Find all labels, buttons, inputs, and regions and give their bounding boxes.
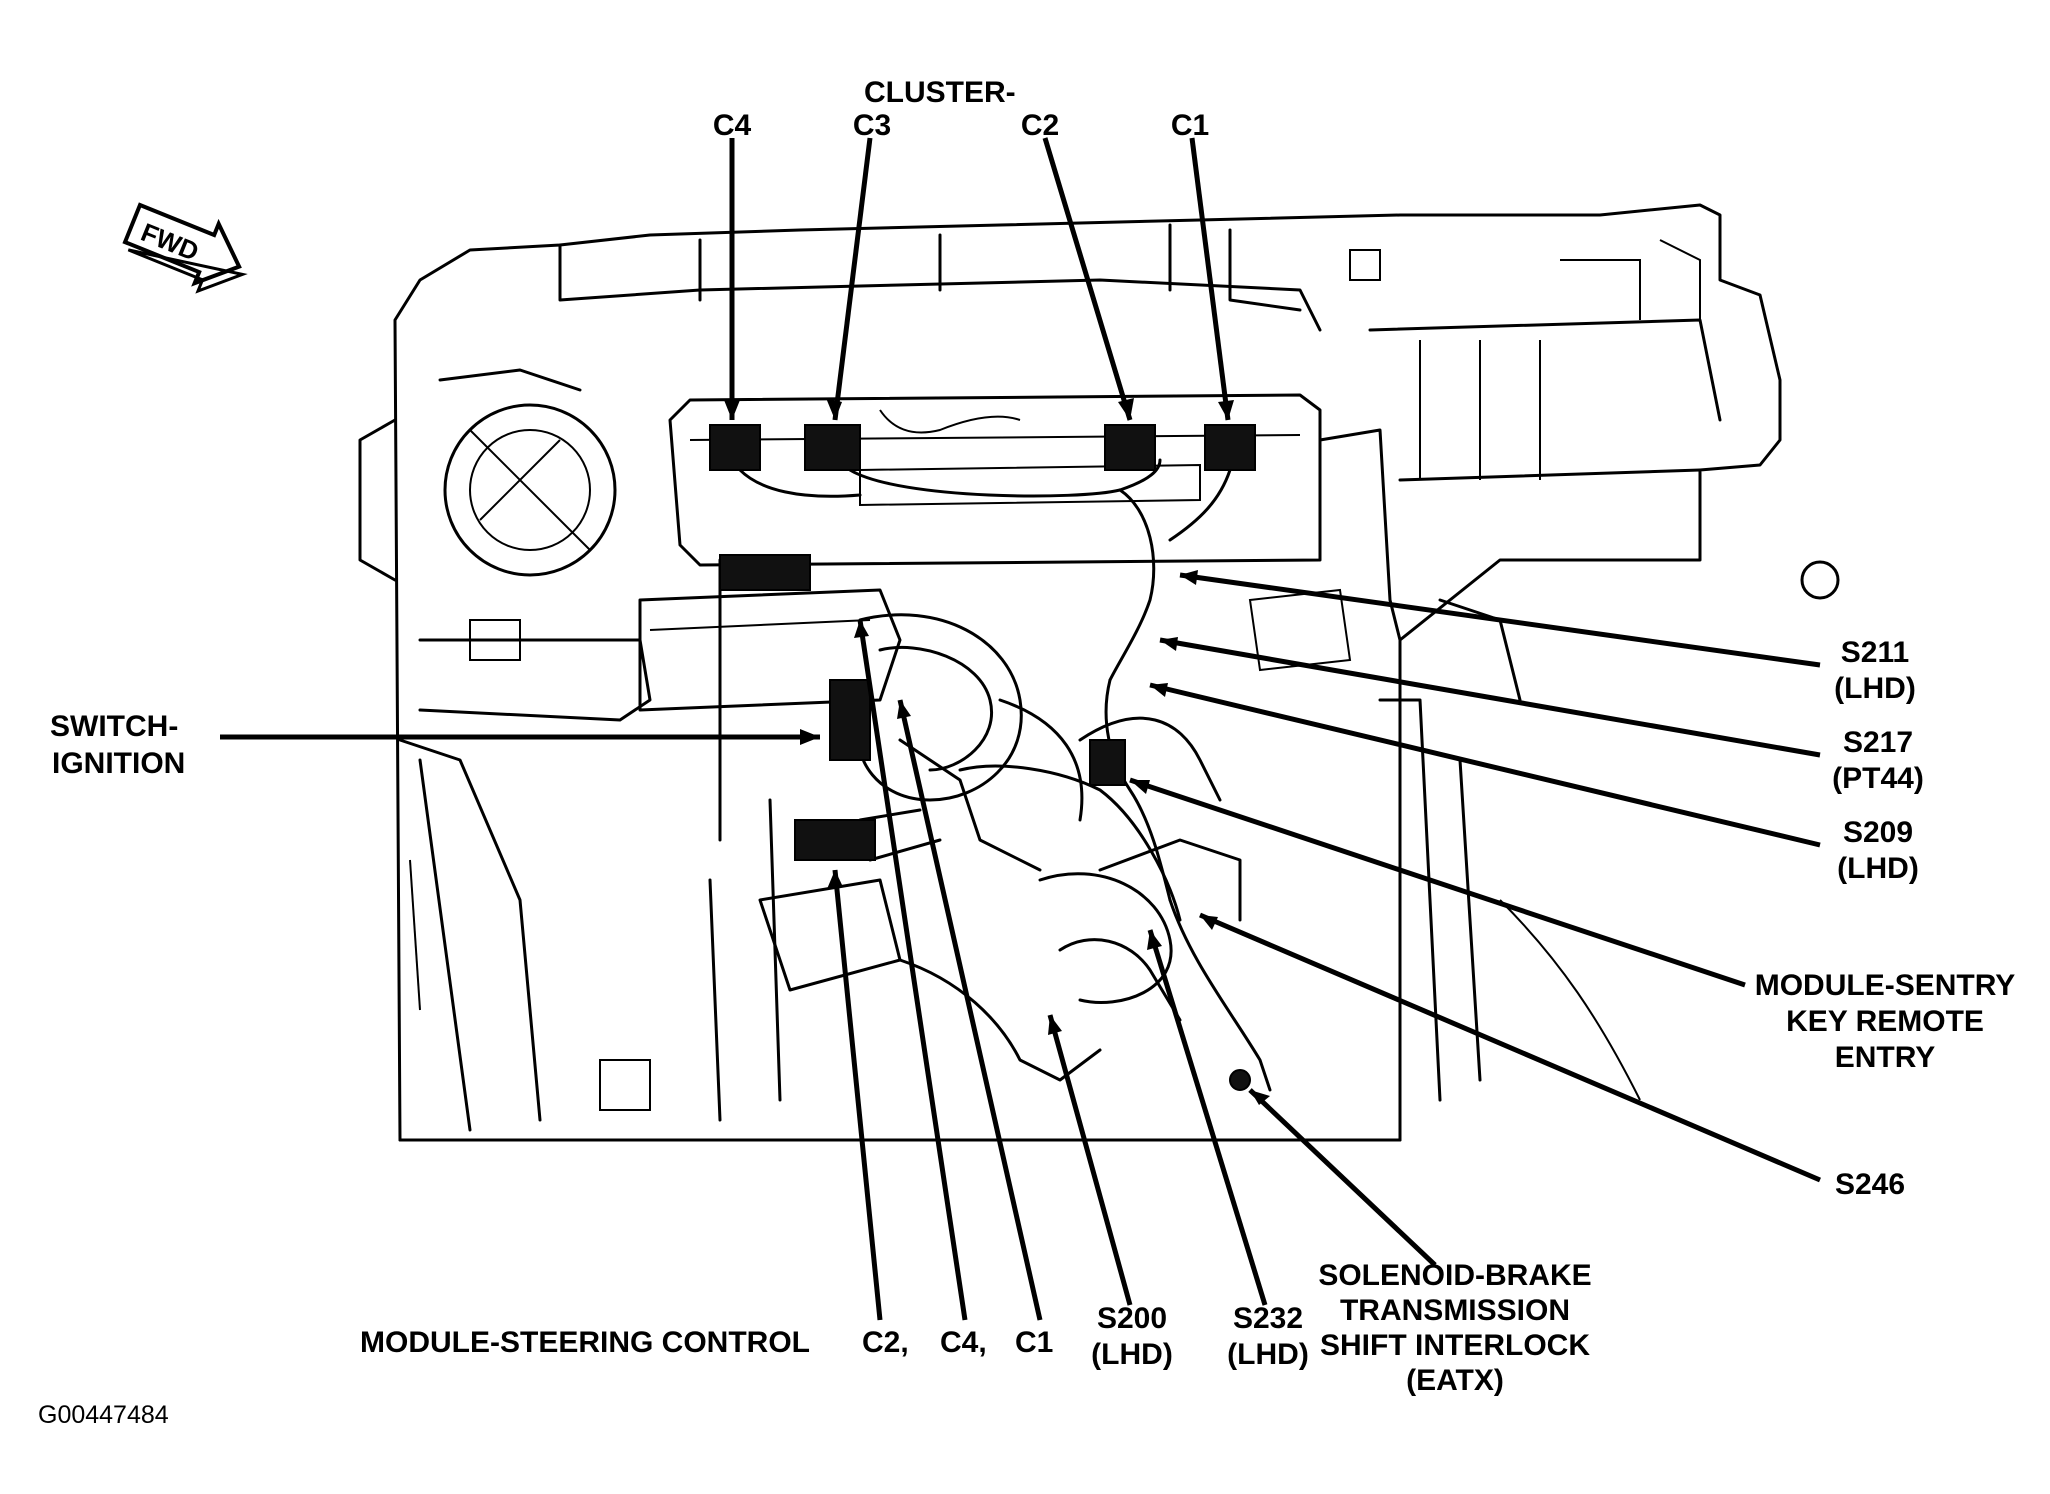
module-sentry-label-line1: MODULE-SENTRY — [1755, 969, 2016, 1002]
leader-s217 — [1159, 637, 1821, 758]
leader-c3 — [832, 137, 873, 421]
s209-sub: (LHD) — [1837, 852, 1919, 885]
s232-label: S232 — [1233, 1302, 1303, 1335]
solenoid-connector — [1229, 1069, 1251, 1091]
module-sentry-label-line3: ENTRY — [1835, 1041, 1936, 1074]
figure-id: G00447484 — [38, 1401, 169, 1429]
leader-c1-bottom — [897, 699, 1043, 1321]
dashboard-drawing — [358, 203, 1840, 1142]
leader-module-sentry — [1129, 777, 1746, 988]
cluster-label-c2: C2 — [1021, 109, 1059, 142]
bottom-c1-label: C1 — [1015, 1326, 1053, 1359]
s232-sub: (LHD) — [1227, 1338, 1309, 1371]
solenoid-label-line3: SHIFT INTERLOCK — [1320, 1329, 1590, 1362]
cluster-connector-c1 — [1204, 424, 1256, 471]
arrowheads — [724, 398, 1270, 1105]
sentry-module-connector — [1089, 739, 1126, 786]
leader-s232 — [1147, 929, 1268, 1306]
cluster-label-c3: C3 — [853, 109, 891, 142]
connectors — [709, 424, 1256, 1091]
s211-sub: (LHD) — [1834, 672, 1916, 705]
s209-label: S209 — [1843, 816, 1913, 849]
leader-c4-bottom — [857, 619, 968, 1321]
bottom-c4-label: C4, — [940, 1326, 987, 1359]
bottom-c2-label: C2, — [862, 1326, 909, 1359]
solenoid-label-line4: (EATX) — [1406, 1364, 1504, 1397]
cluster-connector-c2 — [1104, 424, 1156, 471]
s246-label: S246 — [1835, 1168, 1905, 1201]
s211-label: S211 — [1841, 636, 1909, 669]
cluster-label-c4: C4 — [713, 109, 752, 142]
leader-s209 — [1149, 682, 1821, 848]
s200-sub: (LHD) — [1091, 1338, 1173, 1371]
leader-c1 — [1189, 137, 1231, 421]
s200-label: S200 — [1097, 1302, 1167, 1335]
steering-module-connector-c2 — [794, 819, 876, 861]
switch-ignition-label-line1: SWITCH- — [50, 710, 178, 743]
leader-c2-bottom — [832, 869, 883, 1321]
leader-c2 — [1042, 137, 1133, 421]
switch-ignition-label-line2: IGNITION — [52, 747, 185, 780]
leader-lines — [220, 137, 1821, 1321]
steering-module-connector-c4 — [719, 554, 811, 591]
cluster-label-c1: C1 — [1171, 109, 1209, 142]
module-sentry-label-line2: KEY REMOTE — [1786, 1005, 1984, 1038]
s217-label: S217 — [1843, 726, 1913, 759]
cluster-connector-c4 — [709, 424, 761, 471]
solenoid-label-line2: TRANSMISSION — [1340, 1294, 1570, 1327]
labels: CLUSTER- C4 C3 C2 C1 SWITCH- IGNITION S2… — [38, 76, 2015, 1429]
ignition-switch-connector — [829, 679, 871, 761]
cluster-connector-c3 — [804, 424, 861, 471]
leader-s200 — [1047, 1014, 1133, 1306]
leader-solenoid — [1248, 1088, 1437, 1267]
leader-s246 — [1199, 912, 1821, 1183]
solenoid-label-line1: SOLENOID-BRAKE — [1318, 1259, 1591, 1292]
module-steering-control-label: MODULE-STEERING CONTROL — [360, 1326, 810, 1359]
s217-sub: (PT44) — [1832, 762, 1924, 795]
forward-arrow-icon: FWD — [122, 202, 248, 294]
cluster-title: CLUSTER- — [864, 76, 1016, 109]
leader-s211 — [1179, 572, 1821, 668]
